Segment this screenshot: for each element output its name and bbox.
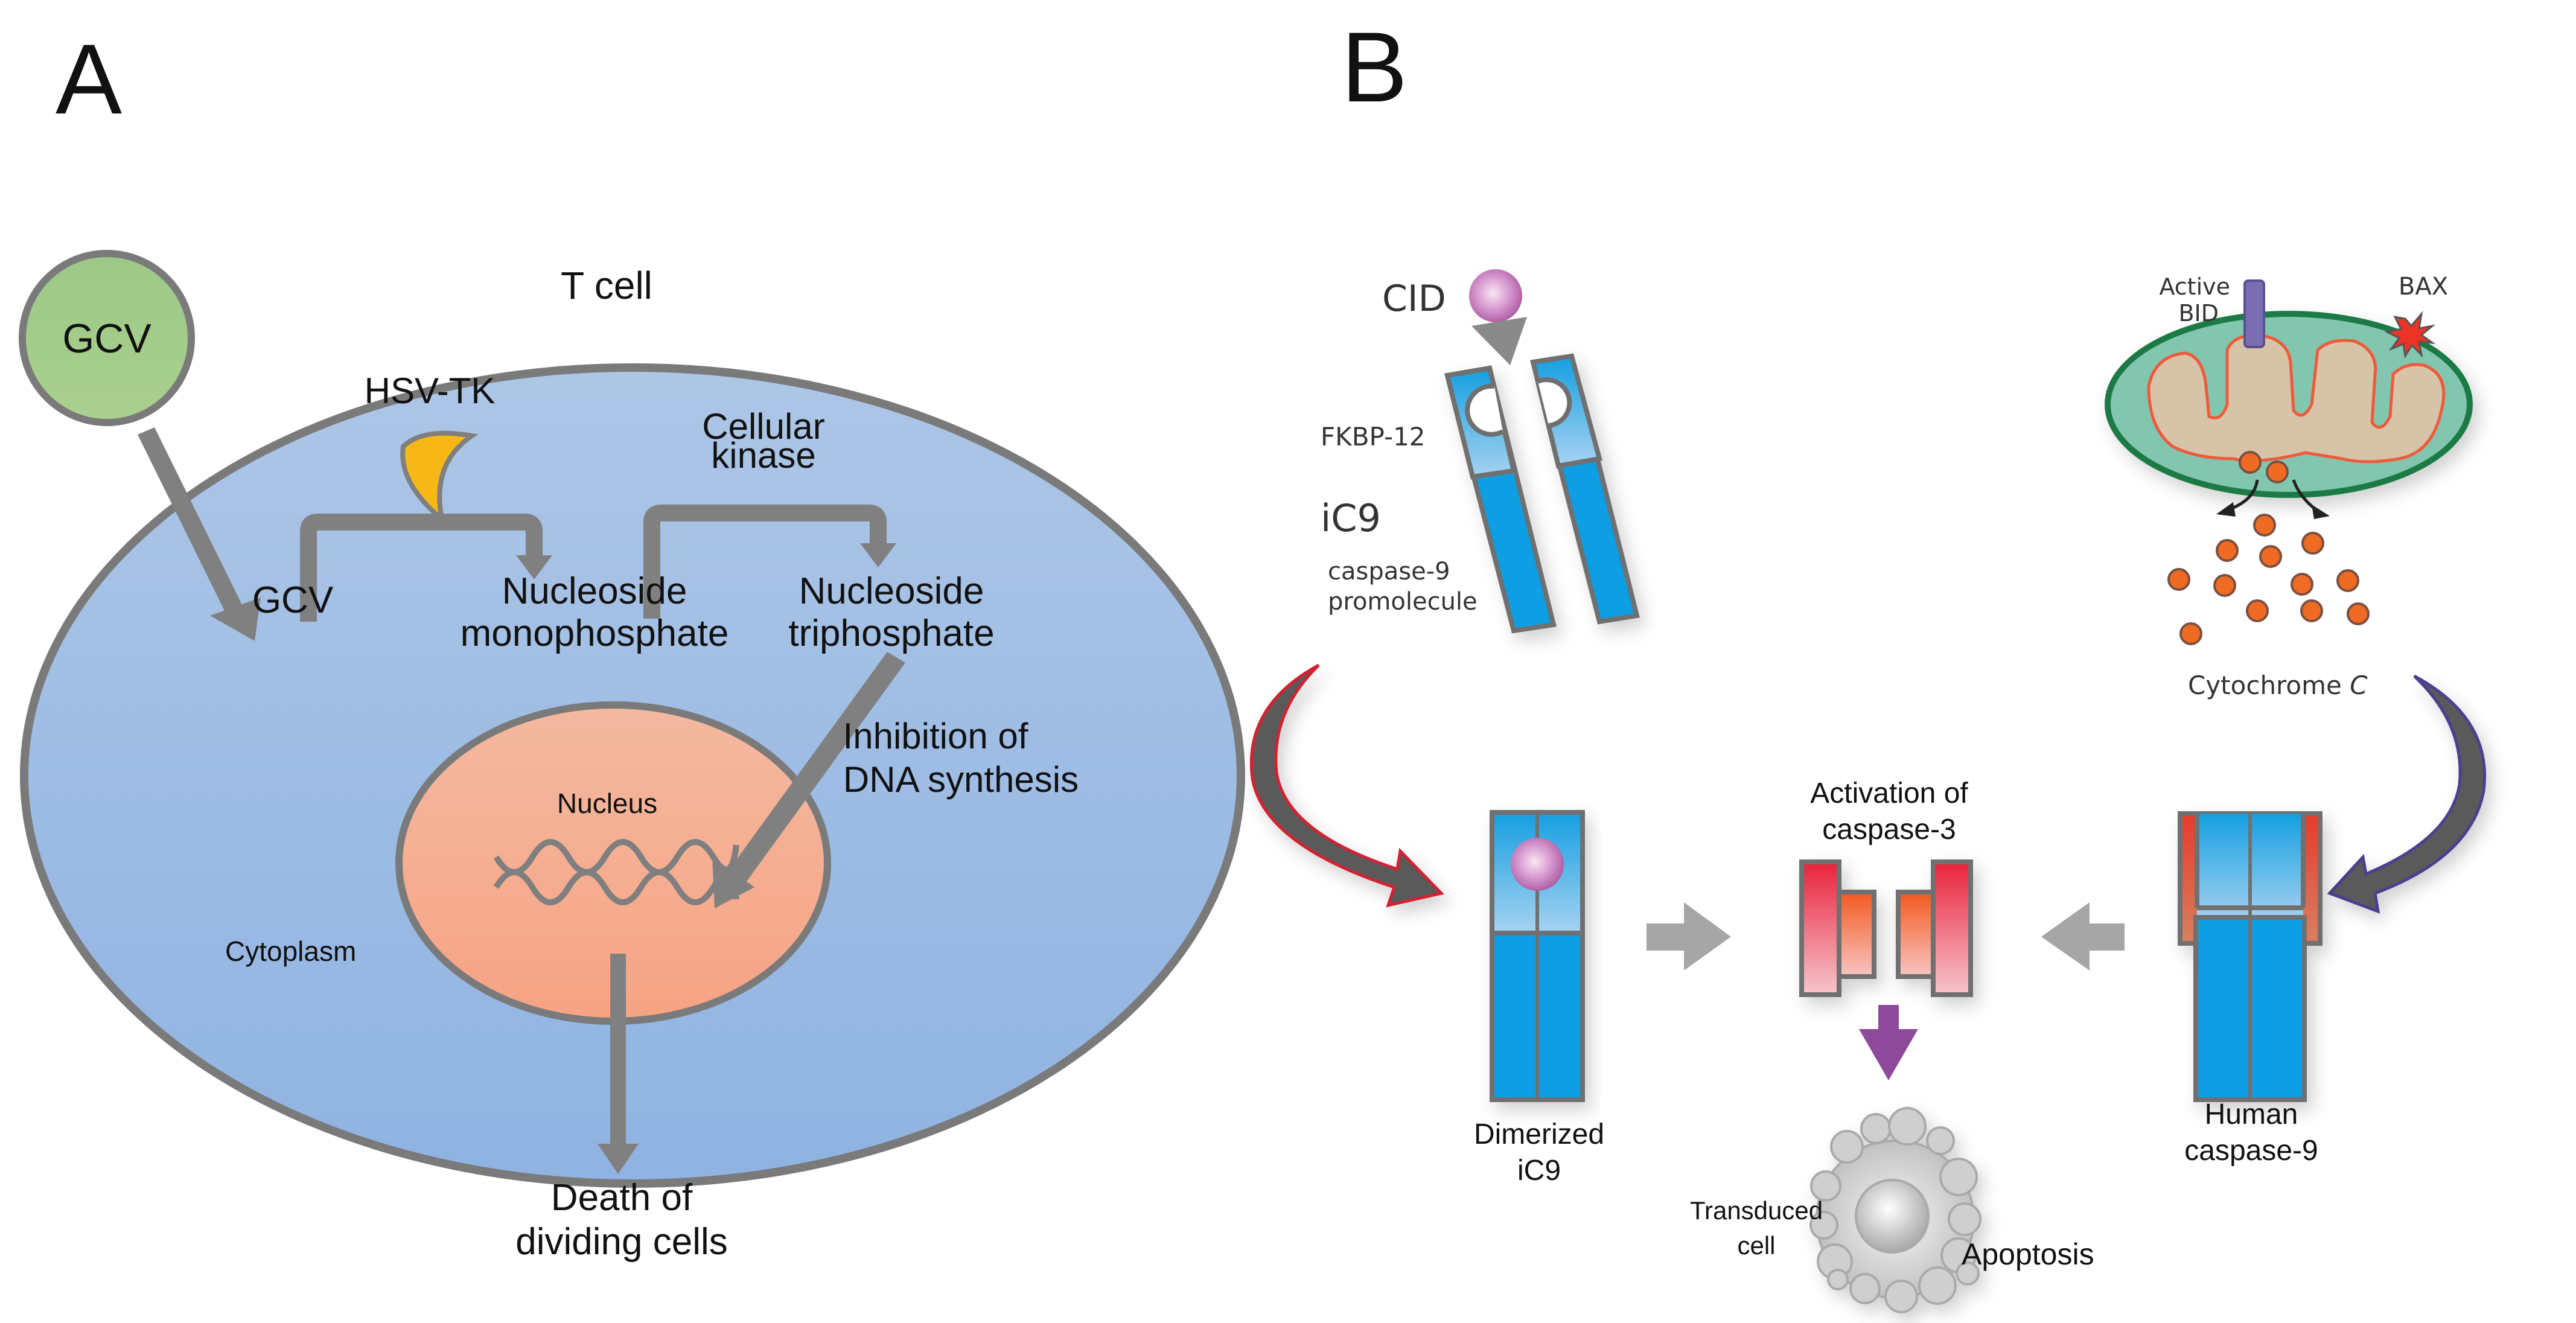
hsv-tk-label: HSV-TK <box>365 371 496 411</box>
cytochrome-c-particles <box>2167 451 2370 645</box>
activation-label-line1: Activation of <box>1810 777 1968 809</box>
gcv-external-label: GCV <box>62 316 151 362</box>
dimerization-curved-arrow <box>1249 663 1444 908</box>
active-bid-protein <box>2243 279 2265 348</box>
cellular-kinase-label-line2: kinase <box>711 435 815 476</box>
human-caspase9-label-line1: Human <box>2205 1098 2298 1130</box>
cytochrome-c-label-italic: C <box>2350 671 2368 700</box>
nucleoside-monophosphate-line1: Nucleoside <box>502 570 687 612</box>
nucleoside-triphosphate-line2: triphosphate <box>788 613 994 654</box>
dimerized-label-line2: iC9 <box>1517 1155 1561 1187</box>
bax-protein-icon <box>2384 310 2436 359</box>
cellular-kinase-arrow-head <box>860 543 896 567</box>
hsv-tk-reaction-arrow <box>300 514 543 622</box>
gcv-internal-label: GCV <box>252 579 334 621</box>
dna-helix-icon <box>493 839 739 905</box>
ic9-right-binding-pocket <box>1537 377 1572 428</box>
gcv-external-molecule <box>19 250 195 426</box>
nucleoside-triphosphate-line1: Nucleoside <box>799 570 984 612</box>
cytochrome-arrow-head-left <box>2216 502 2236 517</box>
bax-label: BAX <box>2399 273 2448 301</box>
transduced-label-line1: Transduced <box>1690 1196 1823 1225</box>
dimerized-cid-molecule <box>1511 838 1564 891</box>
nucleus-label: Nucleus <box>557 788 657 819</box>
caspase-3-complex <box>1799 859 1973 997</box>
outcome-label-line2: dividing cells <box>515 1221 728 1263</box>
apoptosis-arrow <box>1859 1005 1918 1080</box>
active-bid-label-line2: BID <box>2178 300 2219 327</box>
human-caspase9-label-line2: caspase-9 <box>2184 1135 2318 1167</box>
dimerized-ic9 <box>1490 810 1585 1102</box>
ic9-label: iC9 <box>1321 496 1381 540</box>
transduced-label-line2: cell <box>1737 1231 1775 1260</box>
hsv-tk-arrow-head <box>516 555 552 579</box>
cid-molecule <box>1469 269 1522 322</box>
apoptosis-label: Apoptosis <box>1962 1237 2094 1271</box>
ic9-left-binding-pocket <box>1465 383 1504 437</box>
dimerized-label-line1: Dimerized <box>1474 1118 1604 1150</box>
cytochrome-arrow-head-right <box>2312 505 2330 519</box>
fkbp12-label: FKBP-12 <box>1321 422 1426 451</box>
death-arrow <box>598 954 639 1174</box>
inhibition-label-line2: DNA synthesis <box>843 759 1079 800</box>
panel-letter-a: A <box>56 24 122 135</box>
inhibition-label-line1: Inhibition of <box>843 716 1028 756</box>
apoptotic-cell-icon <box>1809 1107 1981 1313</box>
activation-label-line2: caspase-3 <box>1822 814 1956 846</box>
cellular-kinase-reaction-arrow <box>643 505 887 619</box>
cytochrome-c-label-main: Cytochrome <box>2188 671 2350 700</box>
inhibition-arrow <box>712 652 905 908</box>
active-bid-label-line1: Active <box>2159 273 2230 300</box>
cid-arrow-icon <box>1471 317 1527 365</box>
panel-letter-b: B <box>1341 11 1408 123</box>
human-caspase-9 <box>2178 811 2323 1102</box>
cytoplasm-label: Cytoplasm <box>225 936 356 967</box>
promolecule-label-line1: caspase-9 <box>1328 558 1450 585</box>
cid-label: CID <box>1382 278 1446 320</box>
arrow-to-caspase3-right <box>2041 902 2125 971</box>
promolecule-label-line2: promolecule <box>1328 588 1478 616</box>
mitochondrial-curved-arrow <box>2327 674 2486 914</box>
outcome-label-line1: Death of <box>551 1177 693 1219</box>
cellular-kinase-label-line1: Cellular <box>702 406 824 447</box>
t-cell-label: T cell <box>561 264 652 307</box>
arrow-to-caspase3-left <box>1647 902 1731 971</box>
cytochrome-c-label: Cytochrome C <box>2188 671 2368 700</box>
gcv-entry-arrow <box>138 427 261 641</box>
hsv-tk-enzyme-icon <box>400 430 479 526</box>
mitochondrion <box>2105 311 2473 498</box>
nucleoside-monophosphate-line2: monophosphate <box>461 613 729 654</box>
